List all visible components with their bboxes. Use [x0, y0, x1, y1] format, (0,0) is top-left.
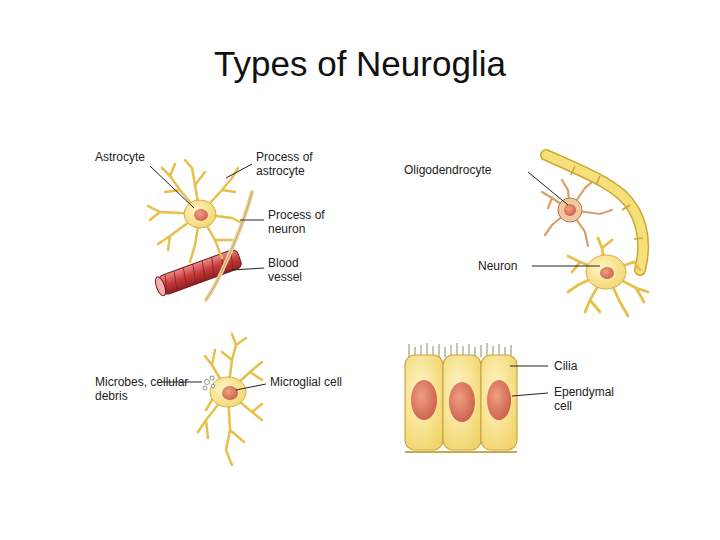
part-label: Process of neuron [268, 208, 338, 236]
microbes [203, 376, 215, 390]
part-label: Astrocyte [95, 150, 155, 164]
oligodendrocyte-cell [542, 180, 612, 246]
myelin-sheath [546, 155, 643, 270]
part-label: Ependymal cell [554, 385, 634, 413]
astrocyte-cell [148, 160, 240, 262]
ependymal-cells [405, 343, 517, 452]
microglial-cell [198, 334, 262, 465]
part-label: Neuron [478, 259, 538, 273]
leader-line [150, 164, 600, 396]
part-label: Blood vessel [268, 256, 323, 284]
part-label: Oligodendrocyte [404, 163, 529, 177]
neuron-cell [568, 238, 648, 316]
part-label: Microglial cell [270, 375, 345, 389]
part-label: Microbes, cellular debris [95, 375, 195, 403]
slide-title: Types of Neuroglia [0, 44, 720, 84]
part-label: Process of astrocyte [256, 150, 336, 178]
part-label: Cilia [554, 359, 604, 373]
